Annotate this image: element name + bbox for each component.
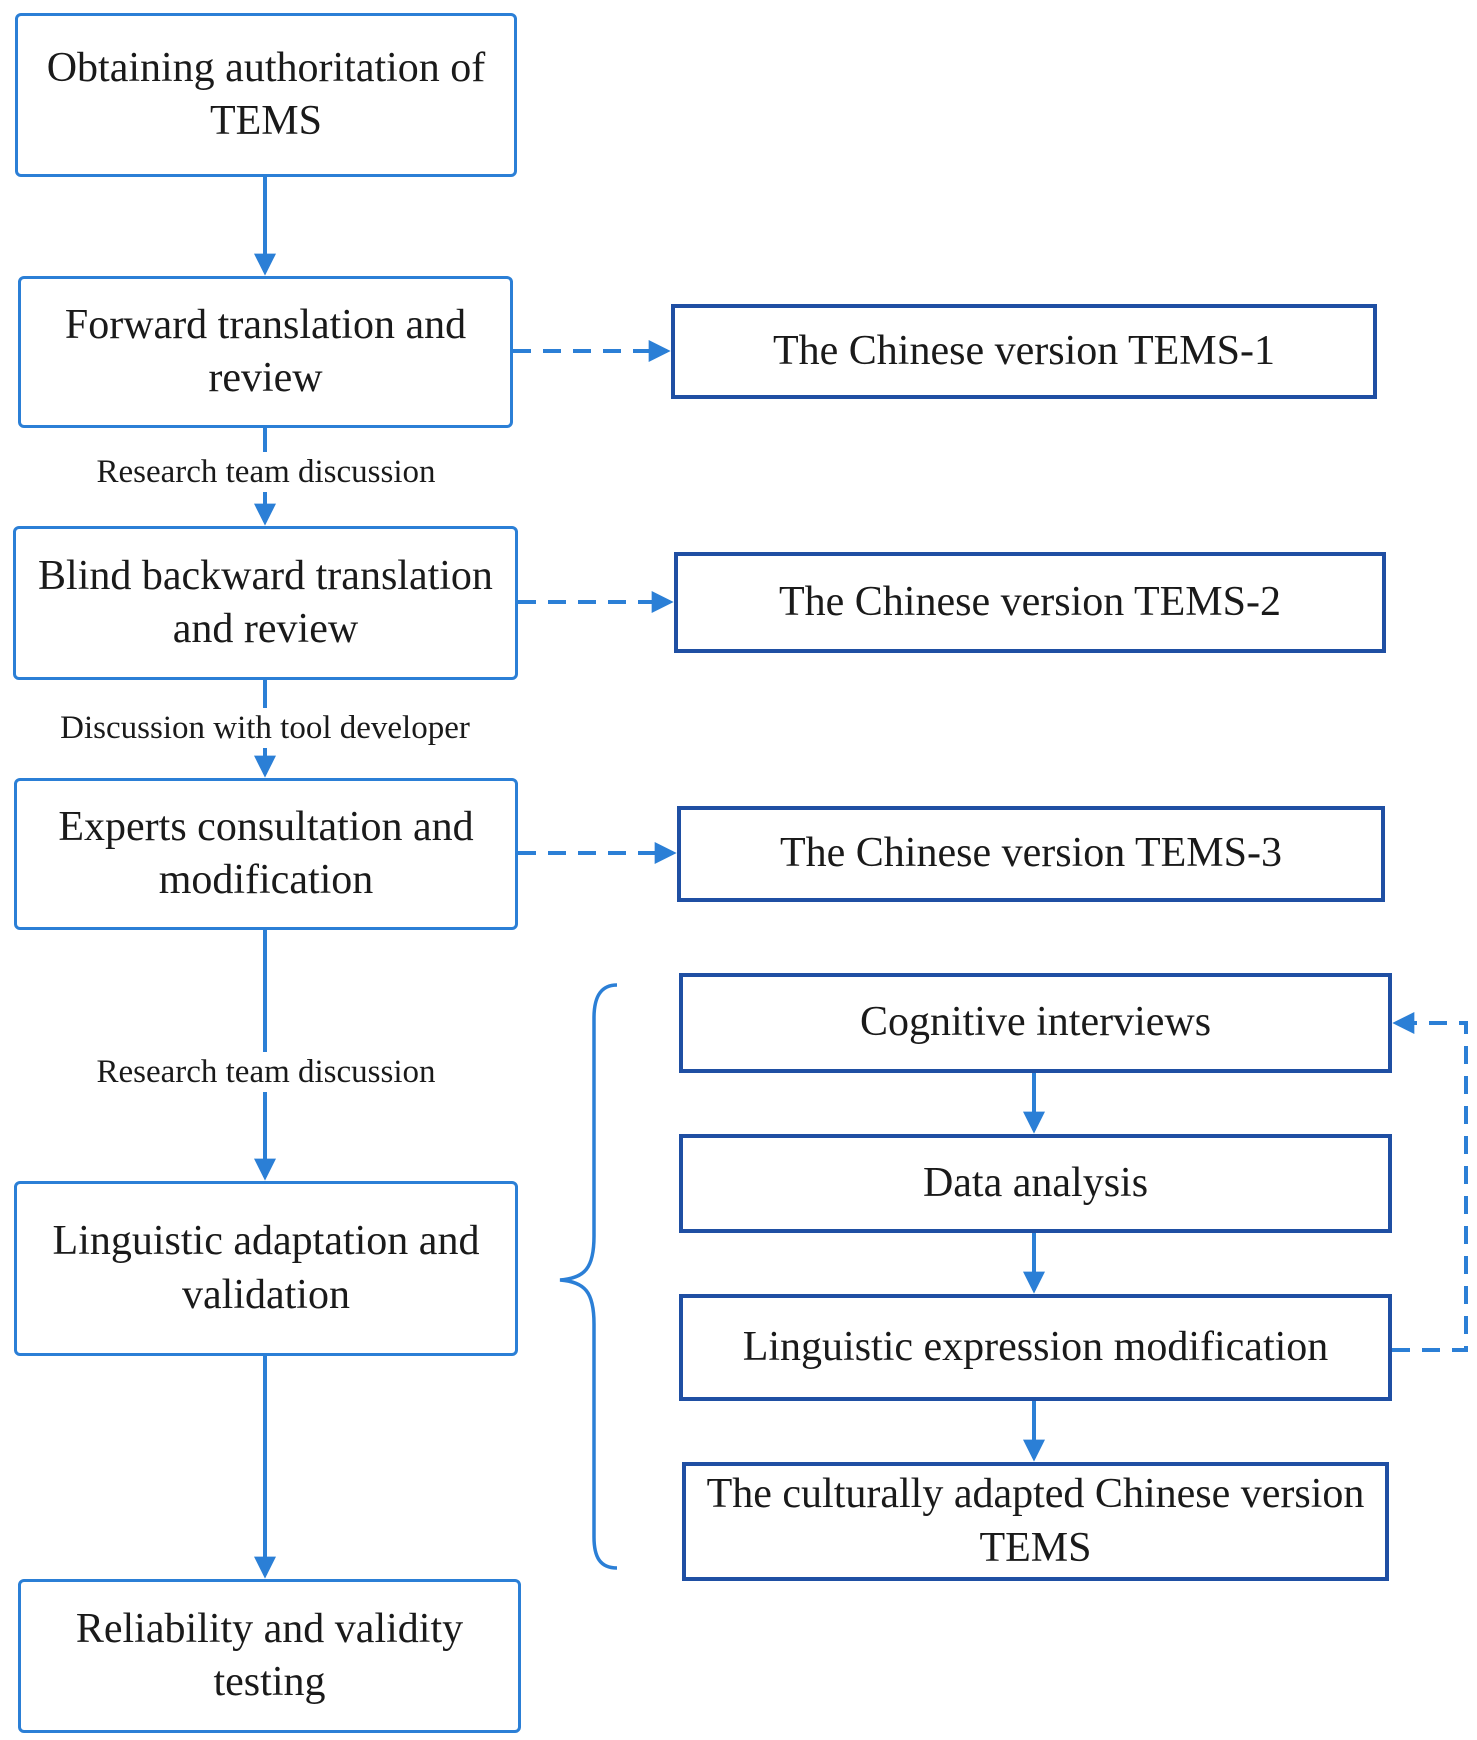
substep-cognitive-interviews-text: Cognitive interviews xyxy=(859,999,1212,1046)
label-research-team-discussion-2: Research team discussion xyxy=(66,1052,466,1093)
step-obtaining-authorization: Obtaining authoritation of TEMS xyxy=(15,13,517,177)
label-discussion-with-tool-developer: Discussion with tool developer xyxy=(30,708,500,749)
step-linguistic-adaptation: Linguistic adaptation and validation xyxy=(14,1181,518,1356)
step-blind-backward-translation: Blind backward translation and review xyxy=(13,526,518,680)
step-forward-translation-text: Forward translation and review xyxy=(64,301,467,401)
substep-data-analysis-text: Data analysis xyxy=(922,1159,1149,1206)
step-reliability-validity-testing: Reliability and validity testing xyxy=(18,1579,521,1733)
step-experts-consultation-text: Experts consultation and modification xyxy=(58,803,474,903)
version-tems-3: The Chinese version TEMS-3 xyxy=(677,806,1385,902)
substep-culturally-adapted-version-text: The culturally adapted Chinese version T… xyxy=(706,1471,1365,1571)
step-reliability-validity-testing-text: Reliability and validity testing xyxy=(75,1605,464,1705)
step-blind-backward-translation-text: Blind backward translation and review xyxy=(38,552,493,652)
dashed-feedback-loop xyxy=(1392,1012,1468,1352)
substep-linguistic-expression-modification-text: Linguistic expression modification xyxy=(742,1323,1329,1370)
version-tems-2: The Chinese version TEMS-2 xyxy=(674,552,1386,653)
step-obtaining-authorization-text: Obtaining authoritation of TEMS xyxy=(46,44,486,144)
substep-culturally-adapted-version: The culturally adapted Chinese version T… xyxy=(682,1462,1389,1581)
step-forward-translation: Forward translation and review xyxy=(18,276,513,428)
curly-brace xyxy=(559,983,618,1570)
label-research-team-discussion-1: Research team discussion xyxy=(66,452,466,493)
step-linguistic-adaptation-text: Linguistic adaptation and validation xyxy=(52,1218,480,1318)
version-tems-1-text: The Chinese version TEMS-1 xyxy=(773,327,1275,374)
substep-cognitive-interviews: Cognitive interviews xyxy=(679,973,1392,1073)
version-tems-1: The Chinese version TEMS-1 xyxy=(671,304,1377,399)
substep-data-analysis: Data analysis xyxy=(679,1134,1392,1233)
version-tems-3-text: The Chinese version TEMS-3 xyxy=(780,830,1282,877)
substep-linguistic-expression-modification: Linguistic expression modification xyxy=(679,1294,1392,1401)
step-experts-consultation: Experts consultation and modification xyxy=(14,778,518,930)
version-tems-2-text: The Chinese version TEMS-2 xyxy=(779,578,1281,625)
